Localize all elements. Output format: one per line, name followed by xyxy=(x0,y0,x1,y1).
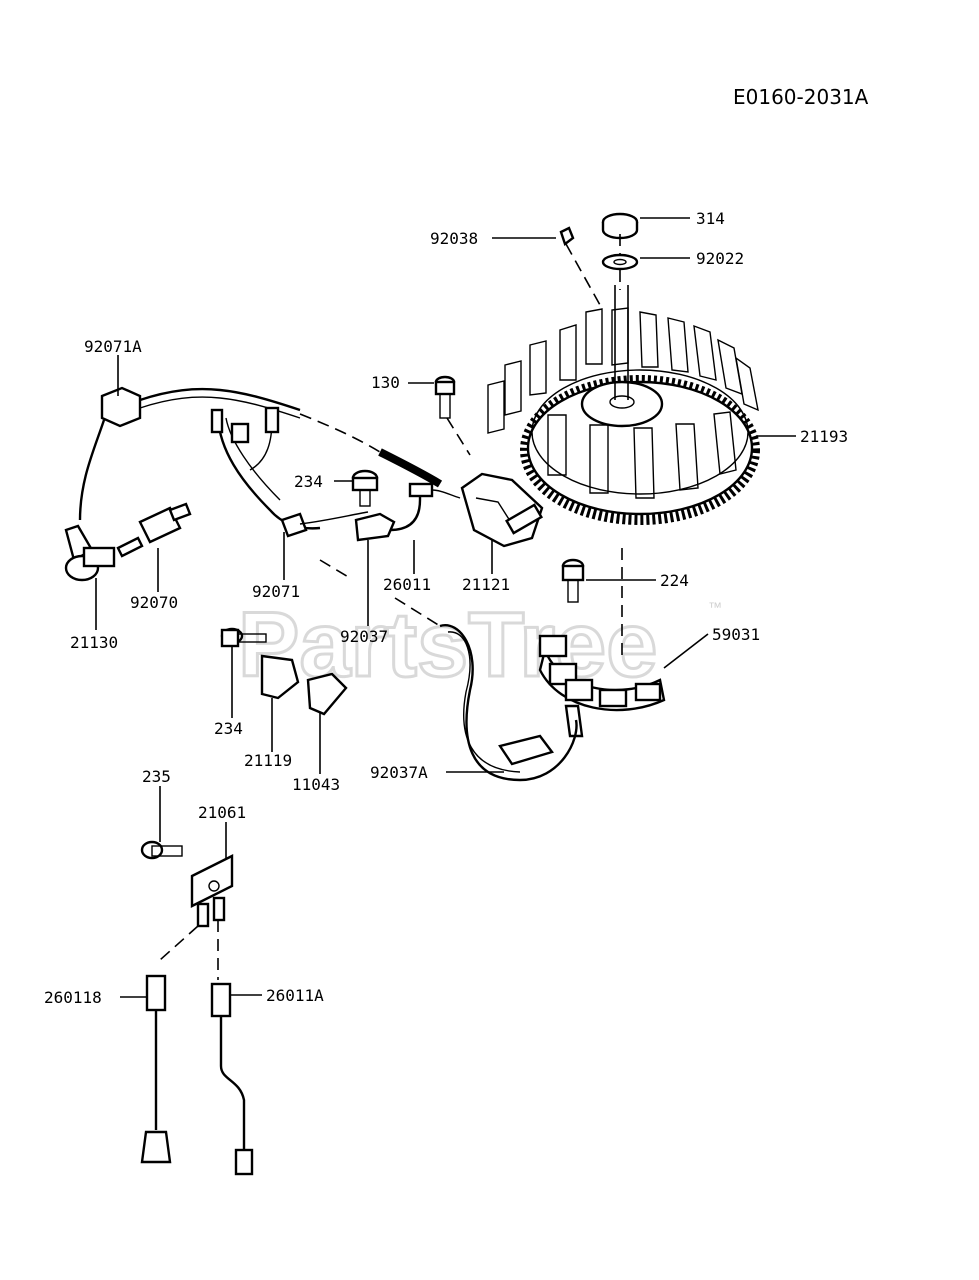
label-21121[interactable]: 21121 xyxy=(462,575,510,594)
label-26011[interactable]: 26011 xyxy=(383,575,431,594)
label-92071A[interactable]: 92071A xyxy=(84,337,142,356)
switch-21061[interactable] xyxy=(190,854,234,928)
label-21193[interactable]: 21193 xyxy=(800,427,848,446)
bolt-130[interactable] xyxy=(434,375,456,419)
diagram-code: E0160-2031A xyxy=(733,85,869,109)
label-92038[interactable]: 92038 xyxy=(430,229,478,248)
lead-92037A[interactable] xyxy=(439,624,578,782)
lead-26011[interactable] xyxy=(389,482,461,532)
label-26011A[interactable]: 26011A xyxy=(266,986,324,1005)
flywheel-21193[interactable] xyxy=(487,285,760,525)
screw-224[interactable] xyxy=(561,558,585,603)
plug-cap-21130[interactable] xyxy=(64,524,116,582)
lead-260118[interactable] xyxy=(140,974,172,1164)
trademark-symbol: ™ xyxy=(708,599,722,615)
wire-harness-92071[interactable] xyxy=(210,406,369,538)
stator-59031[interactable] xyxy=(538,634,666,738)
key-92038[interactable] xyxy=(559,226,575,246)
watermark: PartsTree xyxy=(238,594,657,696)
washer-92022[interactable] xyxy=(601,253,639,271)
label-234-lower[interactable]: 234 xyxy=(214,719,243,738)
label-21119[interactable]: 21119 xyxy=(244,751,292,770)
label-59031[interactable]: 59031 xyxy=(712,625,760,644)
label-224[interactable]: 224 xyxy=(660,571,689,590)
label-260118[interactable]: 260118 xyxy=(44,988,102,1007)
bolt-235[interactable] xyxy=(140,840,183,860)
spark-plug-92070[interactable] xyxy=(116,502,192,558)
label-21061[interactable]: 21061 xyxy=(198,803,246,822)
label-92022[interactable]: 92022 xyxy=(696,249,744,268)
label-21130[interactable]: 21130 xyxy=(70,633,118,652)
label-130[interactable]: 130 xyxy=(371,373,400,392)
label-92071[interactable]: 92071 xyxy=(252,582,300,601)
ignition-coil-21121[interactable] xyxy=(460,472,544,548)
label-92037A[interactable]: 92037A xyxy=(370,763,428,782)
bracket-21119[interactable] xyxy=(260,654,300,700)
label-92070[interactable]: 92070 xyxy=(130,593,178,612)
label-314[interactable]: 314 xyxy=(696,209,725,228)
label-234-upper[interactable]: 234 xyxy=(294,472,323,491)
label-235[interactable]: 235 xyxy=(142,767,171,786)
plate-11043[interactable] xyxy=(306,672,348,716)
label-11043[interactable]: 11043 xyxy=(292,775,340,794)
clamp-92037[interactable] xyxy=(354,512,396,542)
suppressor-cap-92071A[interactable] xyxy=(78,386,142,521)
lead-26011A[interactable] xyxy=(210,982,254,1176)
screw-234-lower[interactable] xyxy=(220,627,267,648)
leader-lines xyxy=(95,217,796,998)
label-92037[interactable]: 92037 xyxy=(340,627,388,646)
screw-234-upper[interactable] xyxy=(351,469,379,507)
